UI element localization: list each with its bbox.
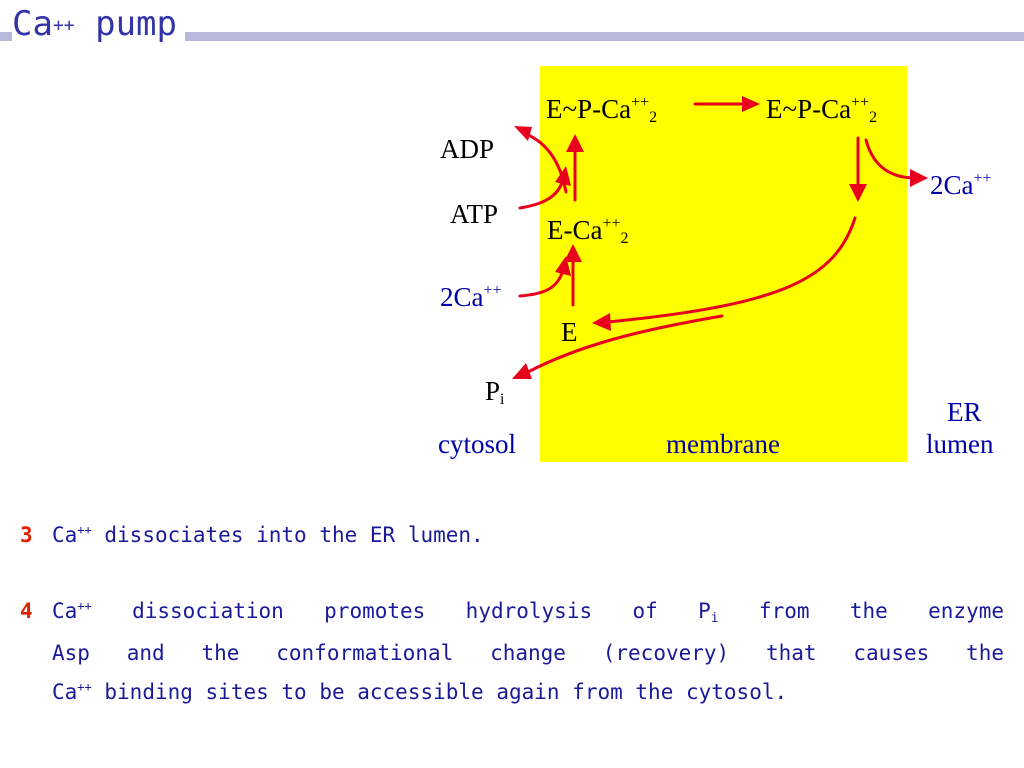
- arrowhead-ca-binding: [555, 256, 571, 276]
- state-phosphoenzyme-left: E~P-Ca++2: [546, 94, 658, 126]
- arrowhead-right-state-down: [849, 184, 867, 202]
- label-calcium-in: 2Ca++: [440, 282, 502, 312]
- arrow-adp-release: [524, 132, 568, 194]
- title-rule: [0, 32, 1024, 41]
- step-4-number: 4: [20, 599, 33, 623]
- arrowhead-eca-to-eppca: [566, 134, 584, 152]
- state-enzyme-calcium: E-Ca++2: [547, 215, 629, 247]
- step-3-number: 3: [20, 523, 33, 547]
- arrowhead-e-to-eca: [564, 244, 582, 262]
- state-phosphoenzyme-right: E~P-Ca++2: [766, 94, 878, 126]
- label-calcium-out: 2Ca++: [930, 170, 992, 200]
- label-adp: ADP: [440, 134, 495, 164]
- label-atp: ATP: [450, 199, 499, 229]
- arrow-ca-release: [864, 138, 917, 180]
- slide-title: Ca++ pump: [12, 4, 185, 44]
- arrow-atp-binding: [518, 178, 565, 210]
- arrow-ca-binding: [518, 268, 565, 298]
- label-cytosol: cytosol: [438, 429, 516, 459]
- arrowhead-recovery-to-e: [592, 313, 611, 331]
- label-er: ER: [947, 397, 982, 427]
- state-enzyme: E: [561, 317, 578, 347]
- label-lumen: lumen: [926, 429, 994, 459]
- arrow-pi-release: [526, 314, 724, 374]
- arrowhead-phosphoenzyme-transition: [742, 96, 760, 112]
- label-membrane: membrane: [666, 429, 780, 459]
- arrowhead-adp-release: [514, 126, 532, 141]
- arrowhead-pi-release: [512, 363, 532, 379]
- arrowhead-ca-release: [910, 169, 928, 187]
- label-phosphate: Pi: [485, 376, 505, 408]
- arrow-recovery-to-e: [606, 216, 857, 324]
- membrane-region: [540, 66, 907, 462]
